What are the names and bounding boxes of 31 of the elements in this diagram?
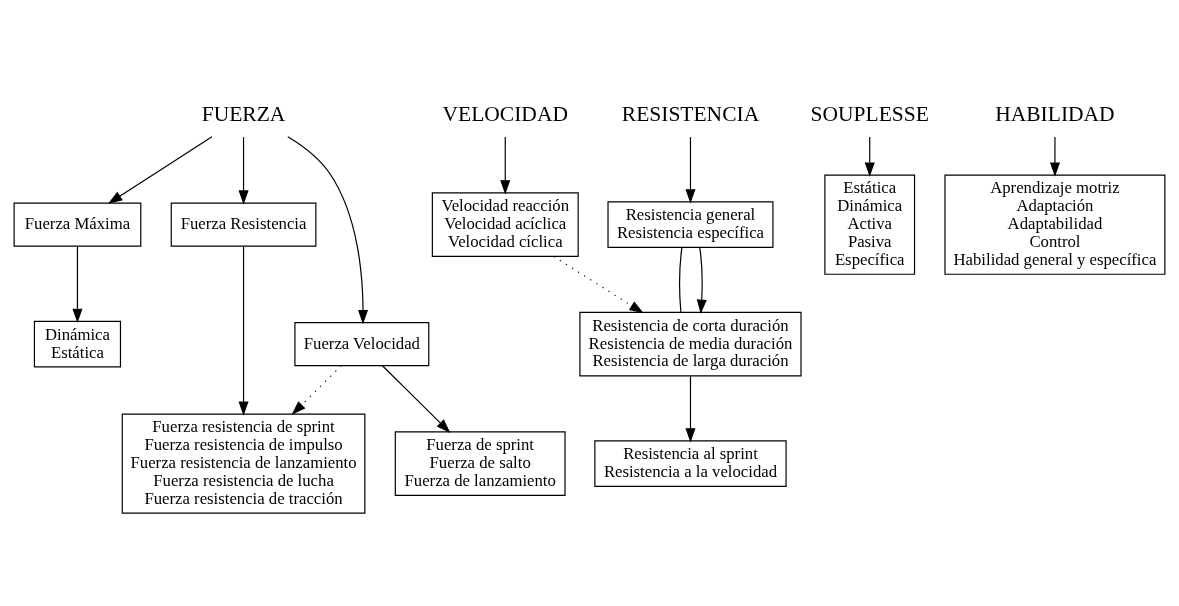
arrow: [72, 245, 83, 323]
connector: [679, 246, 683, 313]
node-box: Fuerza de sprint Fuerza de salto Fuerza de lanzamiento: [394, 430, 566, 496]
node-box: Dinámica Estática: [33, 320, 122, 367]
node-box: Fuerza Velocidad: [294, 321, 430, 366]
node-box: Resistencia general Resistencia específica: [607, 200, 774, 248]
node-text: SOUPLESSE: [810, 101, 929, 126]
node-box: Fuerza resistencia de sprint Fuerza resistencia de impulso Fuerza resistencia de lanzamiento Fuerza resistencia de lucha Fuerza resistencia de tracción: [121, 412, 366, 514]
node-box: Fuerza Resistencia: [170, 202, 317, 247]
node-box: Aprendizaje motriz Adaptación Adaptabilidad Control Habilidad general y específica: [944, 173, 1166, 275]
arrow: [238, 245, 249, 416]
arrow: [287, 135, 369, 324]
arrow: [553, 255, 644, 313]
arrow: [696, 246, 707, 314]
arrow: [1049, 136, 1060, 177]
arrow: [381, 364, 451, 433]
node-box: Estática Dinámica Activa Pasiva Específica: [824, 173, 916, 275]
arrow: [685, 136, 696, 204]
arrow: [685, 375, 696, 443]
node-box: Resistencia de corta duración Resistencia de media duración Resistencia de larga duración: [579, 311, 802, 376]
node-box: Velocidad reacción Velocidad acíclica Velocidad cíclica: [431, 191, 579, 257]
arrow: [864, 136, 875, 177]
arrow: [500, 136, 511, 195]
node-text: VELOCIDAD: [442, 101, 568, 126]
node-box: Fuerza Máxima: [13, 202, 142, 247]
arrow: [238, 136, 249, 205]
node-text: HABILIDAD: [995, 101, 1115, 126]
node-box: Resistencia al sprint Resistencia a la velocidad: [594, 439, 787, 487]
node-text: FUERZA: [201, 101, 286, 126]
node-text: RESISTENCIA: [621, 101, 760, 126]
arrow: [108, 135, 213, 204]
